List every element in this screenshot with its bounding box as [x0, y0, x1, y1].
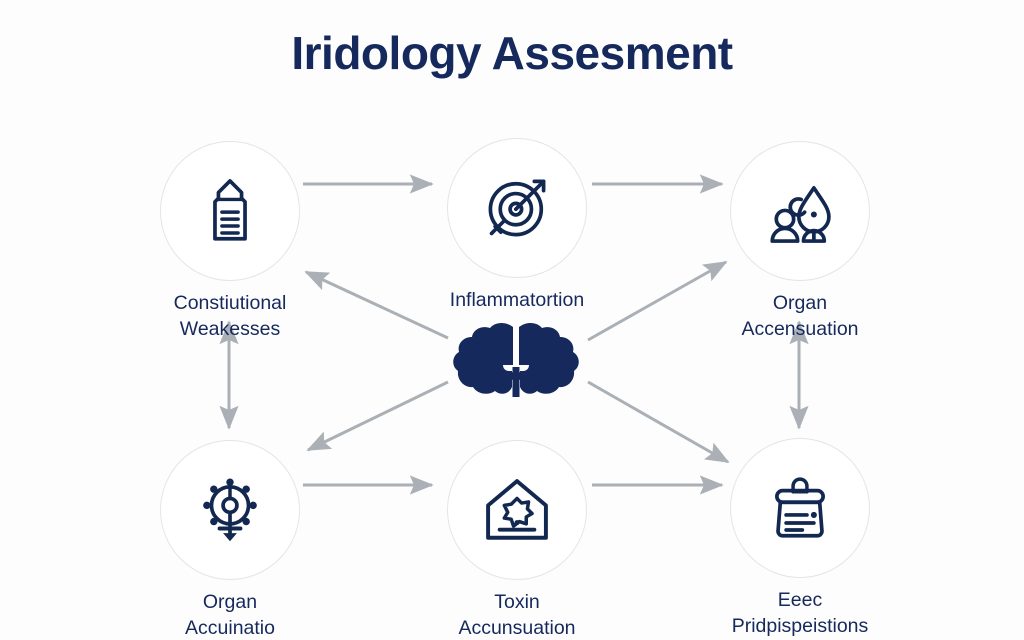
node-circle[interactable]	[730, 438, 870, 578]
connector-center-to-organ-accentuation	[587, 260, 728, 342]
node-organ-accentuation[interactable]: Organ Accensuation	[725, 141, 875, 343]
node-circle[interactable]	[447, 138, 587, 278]
page-title: Iridology Assesment	[291, 27, 733, 79]
house-gear-icon	[486, 479, 548, 540]
connector-center-to-organ-accumulation	[306, 380, 449, 452]
bag-lines-icon	[775, 477, 825, 538]
node-label-line2: Accensuation	[741, 317, 859, 340]
people-droplet-icon	[770, 186, 831, 243]
node-genetic-predispositions[interactable]: Eeec Pridpispeistions	[725, 438, 875, 640]
lightbulb-rays-icon	[203, 478, 257, 542]
node-toxin-accumulation[interactable]: Toxin Accunsuation	[442, 440, 592, 640]
node-label: Constiutional Weakesses	[105, 291, 355, 343]
node-label: Eeec Pridpispeistions	[675, 588, 925, 640]
node-label-line1: Organ	[772, 292, 828, 314]
node-inflammation[interactable]: Inflammatortion	[442, 138, 592, 314]
node-label-line2: Accunsuation	[458, 616, 576, 639]
node-label: Toxin Accunsuation	[392, 590, 642, 640]
connector-center-to-constitutional	[304, 270, 449, 340]
node-label: Inflammatortion	[392, 288, 642, 314]
node-label-line2: Pridpispeistions	[731, 614, 869, 637]
node-label-line1: Toxin	[494, 591, 540, 613]
node-label-line1: Organ	[202, 591, 258, 613]
node-circle[interactable]	[447, 440, 587, 580]
connector-center-to-genetic	[587, 380, 730, 464]
node-label-line2: Accuinatio	[185, 616, 275, 639]
target-arrow-icon	[488, 179, 546, 237]
center-hub-brain[interactable]	[441, 318, 591, 398]
node-label-line1: Constiutional	[173, 292, 287, 314]
node-constitutional-weaknesses[interactable]: Constiutional Weakesses	[155, 141, 305, 343]
node-label: Organ Accensuation	[675, 291, 925, 343]
node-label: Organ Accuinatio	[105, 590, 355, 640]
node-label-line2: Weakesses	[179, 317, 281, 340]
node-circle[interactable]	[160, 141, 300, 281]
brain-icon	[453, 322, 579, 397]
node-circle[interactable]	[160, 440, 300, 580]
node-organ-accumulation[interactable]: Organ Accuinatio	[155, 440, 305, 640]
node-label-line1: Inflammatortion	[449, 289, 585, 311]
node-label-line1: Eeec	[777, 589, 823, 611]
document-jar-icon	[213, 179, 247, 241]
node-circle[interactable]	[730, 141, 870, 281]
